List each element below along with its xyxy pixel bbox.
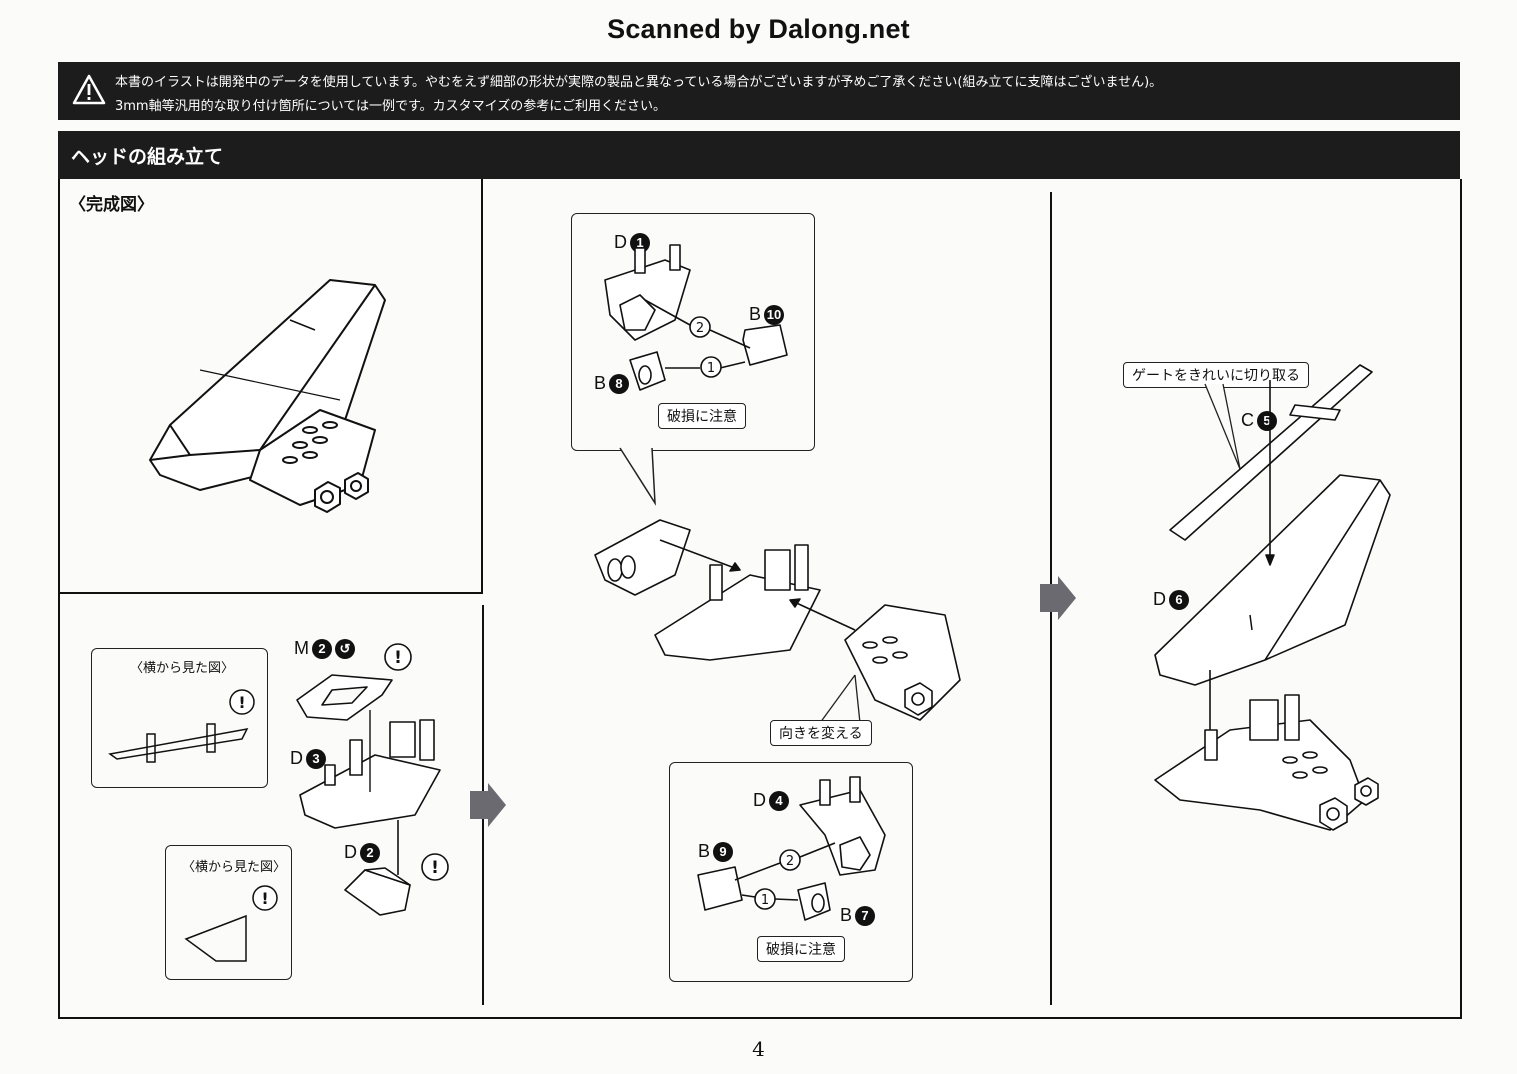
part-number-badge: 5 [1257,410,1277,431]
order-number: 1 [707,361,715,376]
side-view-drawing: ! [102,684,262,779]
side-view-drawing: ! [181,881,281,971]
main-assembly-drawing [590,515,970,725]
part-d2-drawing [340,820,430,915]
panel-divider [58,592,483,594]
side-view-title: 〈横から見た図〉 [182,860,287,875]
completed-head-illustration [140,260,390,540]
side-view-panel: 〈横から見た図〉 ! [91,648,268,788]
part-number-badge: 3 [306,748,326,769]
part-d3-drawing [295,710,455,830]
detail-assembly-drawing: 1 2 [690,775,900,925]
caution-icon: ! [383,642,413,672]
panel-divider [481,179,483,594]
callout-pointer [620,448,660,508]
svg-text:!: ! [238,693,245,712]
svg-text:!: ! [431,858,439,878]
notice-line-2: 3mm軸等汎用的な取り付け箇所については一例です。カスタマイズの参考にご利用くだ… [115,99,666,114]
svg-text:!: ! [261,889,268,908]
scan-credit: Scanned by Dalong.net [607,14,910,44]
next-step-arrow [1040,576,1076,620]
part-number-badge: 8 [609,373,630,394]
step3-assembly-drawing [1150,360,1400,840]
order-number: 2 [696,321,704,336]
part-number-badge: 6 [1169,589,1189,610]
next-step-arrow [470,783,506,827]
page-number: 4 [752,1037,765,1061]
callout-pointer [800,675,880,725]
part-number-badge: 9 [713,841,734,862]
caution-callout: 破損に注意 [658,403,746,429]
caution-callout: 破損に注意 [757,936,845,962]
notice-bar: 本書のイラストは開発中のデータを使用しています。やむをえず細部の形状が実際の製品… [58,62,1460,120]
gate-callout: ゲートをきれいに切り取る [1123,362,1309,388]
turn-callout: 向きを変える [770,720,872,746]
completed-view-label: 〈完成図〉 [69,195,154,215]
part-number-badge: 4 [769,790,789,811]
cut-icon: ↺ [335,638,355,659]
caution-icon: ! [420,852,450,882]
part-number-badge: 10 [764,304,785,325]
part-number-badge: 2 [312,638,332,659]
side-view-panel: 〈横から見た図〉 ! [165,845,292,980]
side-view-title: 〈横から見た図〉 [130,661,235,676]
instruction-frame [58,179,1462,1019]
order-number: 1 [761,893,769,908]
detail-assembly-drawing: 1 2 [595,240,805,400]
order-number: 2 [786,854,794,869]
svg-text:!: ! [394,648,402,668]
section-header: ヘッドの組み立て [58,131,1460,179]
section-title: ヘッドの組み立て [71,146,224,168]
part-number-badge: 2 [360,842,380,863]
part-number-badge: 7 [855,905,876,926]
part-m2-drawing [292,665,402,725]
notice-line-1: 本書のイラストは開発中のデータを使用しています。やむをえず細部の形状が実際の製品… [115,75,1163,90]
warning-icon [72,74,106,106]
